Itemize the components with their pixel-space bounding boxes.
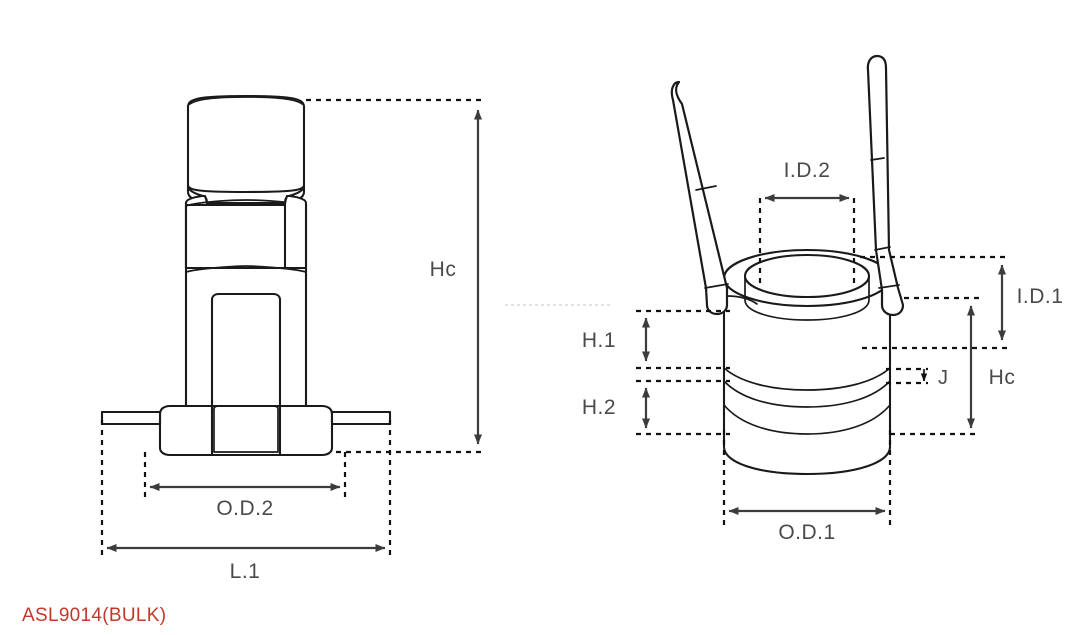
dimension-label-hc-right: Hc bbox=[989, 366, 1016, 389]
lead-wire-left bbox=[670, 80, 758, 316]
dimension-label-od2: O.D.2 bbox=[216, 497, 273, 520]
terminal-tab-left bbox=[100, 410, 162, 426]
dimension-j: J bbox=[886, 367, 948, 389]
dimension-label-h2: H.2 bbox=[582, 396, 616, 419]
dimension-label-id1: I.D.1 bbox=[1017, 285, 1064, 308]
side-elevation-view: Hc O.D.2 L.1 bbox=[100, 94, 486, 583]
dimension-label-h1: H.1 bbox=[582, 329, 616, 352]
dimension-label-id2: I.D.2 bbox=[784, 159, 831, 182]
slip-ring-cylinder bbox=[722, 248, 892, 476]
terminal-tab-right bbox=[330, 410, 392, 426]
dimension-label-od1: O.D.1 bbox=[778, 521, 835, 544]
dimension-h1: H.1 bbox=[582, 309, 730, 370]
dimension-label-l1: L.1 bbox=[230, 560, 261, 583]
dimension-od2: O.D.2 bbox=[143, 452, 347, 520]
part-number-label: ASL9014(BULK) bbox=[22, 605, 167, 626]
isometric-slip-ring-view: I.D.2 I.D.1 Hc H.1 bbox=[582, 54, 1064, 544]
dimension-od1: O.D.1 bbox=[722, 430, 892, 544]
dimension-hc-left: Hc bbox=[306, 98, 486, 454]
lower-barrel-section bbox=[184, 265, 308, 414]
dimension-label-j: J bbox=[938, 367, 948, 389]
dimension-hc-right: Hc bbox=[890, 296, 1016, 436]
dimension-id1: I.D.1 bbox=[860, 255, 1064, 350]
base-flange bbox=[158, 404, 334, 457]
upper-collar-body bbox=[186, 94, 306, 194]
mid-barrel-section bbox=[184, 194, 308, 270]
lead-wire-right bbox=[866, 54, 905, 317]
cylinder-inner-bore bbox=[743, 253, 871, 299]
dimension-id2: I.D.2 bbox=[758, 159, 856, 285]
dimension-l1: L.1 bbox=[100, 420, 392, 583]
dimension-h2: H.2 bbox=[582, 379, 730, 436]
dimension-label-hc-left: Hc bbox=[430, 258, 457, 281]
